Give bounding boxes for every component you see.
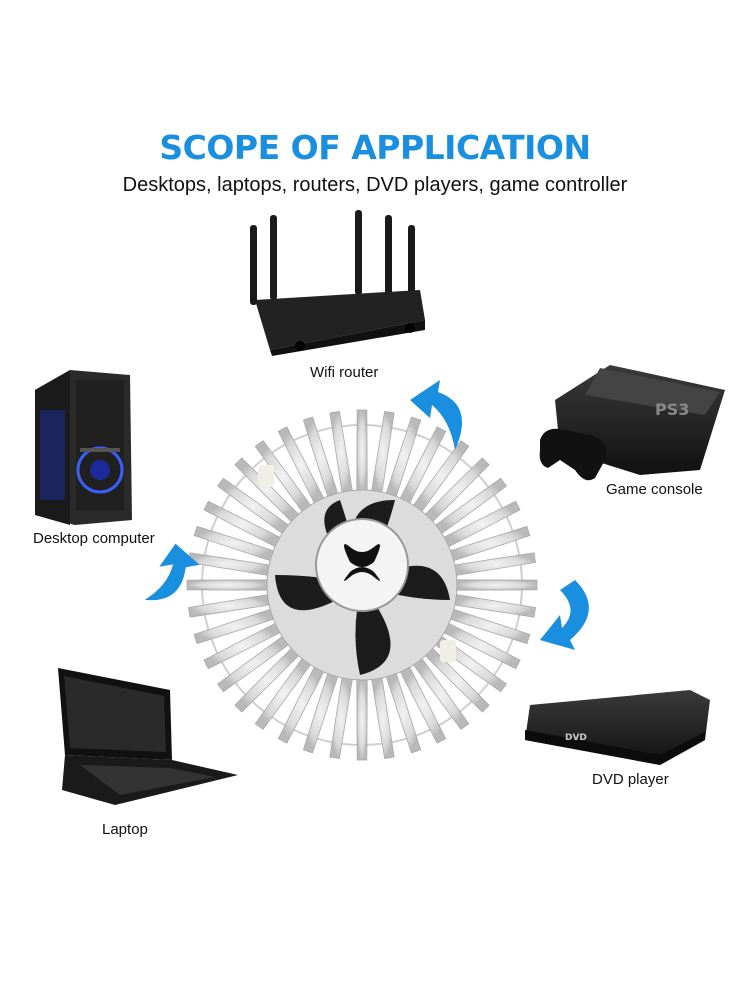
page-title: SCOPE OF APPLICATION — [159, 128, 591, 167]
rotation-arrows — [144, 380, 589, 650]
laptop-icon — [58, 668, 238, 805]
dvd-badge: DVD — [565, 733, 587, 743]
heatsink-fin — [356, 409, 368, 491]
label-wifi-router: Wifi router — [310, 364, 379, 381]
arrow-left-icon — [144, 543, 200, 601]
dvd-drive-icon: DVD — [525, 690, 710, 765]
arrow-top-icon — [410, 380, 463, 450]
cooler-fan-icon — [186, 409, 538, 761]
heatsink-fin — [456, 579, 538, 591]
console-badge: PS3 — [655, 400, 689, 419]
heatsink-fin — [356, 679, 368, 761]
desktop-tower-icon — [35, 370, 132, 525]
game-console-icon: PS3 — [539, 365, 725, 481]
page-subtitle: Desktops, laptops, routers, DVD players,… — [122, 174, 628, 196]
arrow-right-icon — [540, 580, 589, 650]
label-desktop-computer: Desktop computer — [33, 530, 155, 547]
label-game-console: Game console — [606, 481, 703, 498]
heatsink-fin — [186, 579, 268, 591]
label-dvd-player: DVD player — [592, 771, 669, 788]
router-icon — [250, 210, 425, 356]
label-laptop: Laptop — [102, 821, 148, 838]
